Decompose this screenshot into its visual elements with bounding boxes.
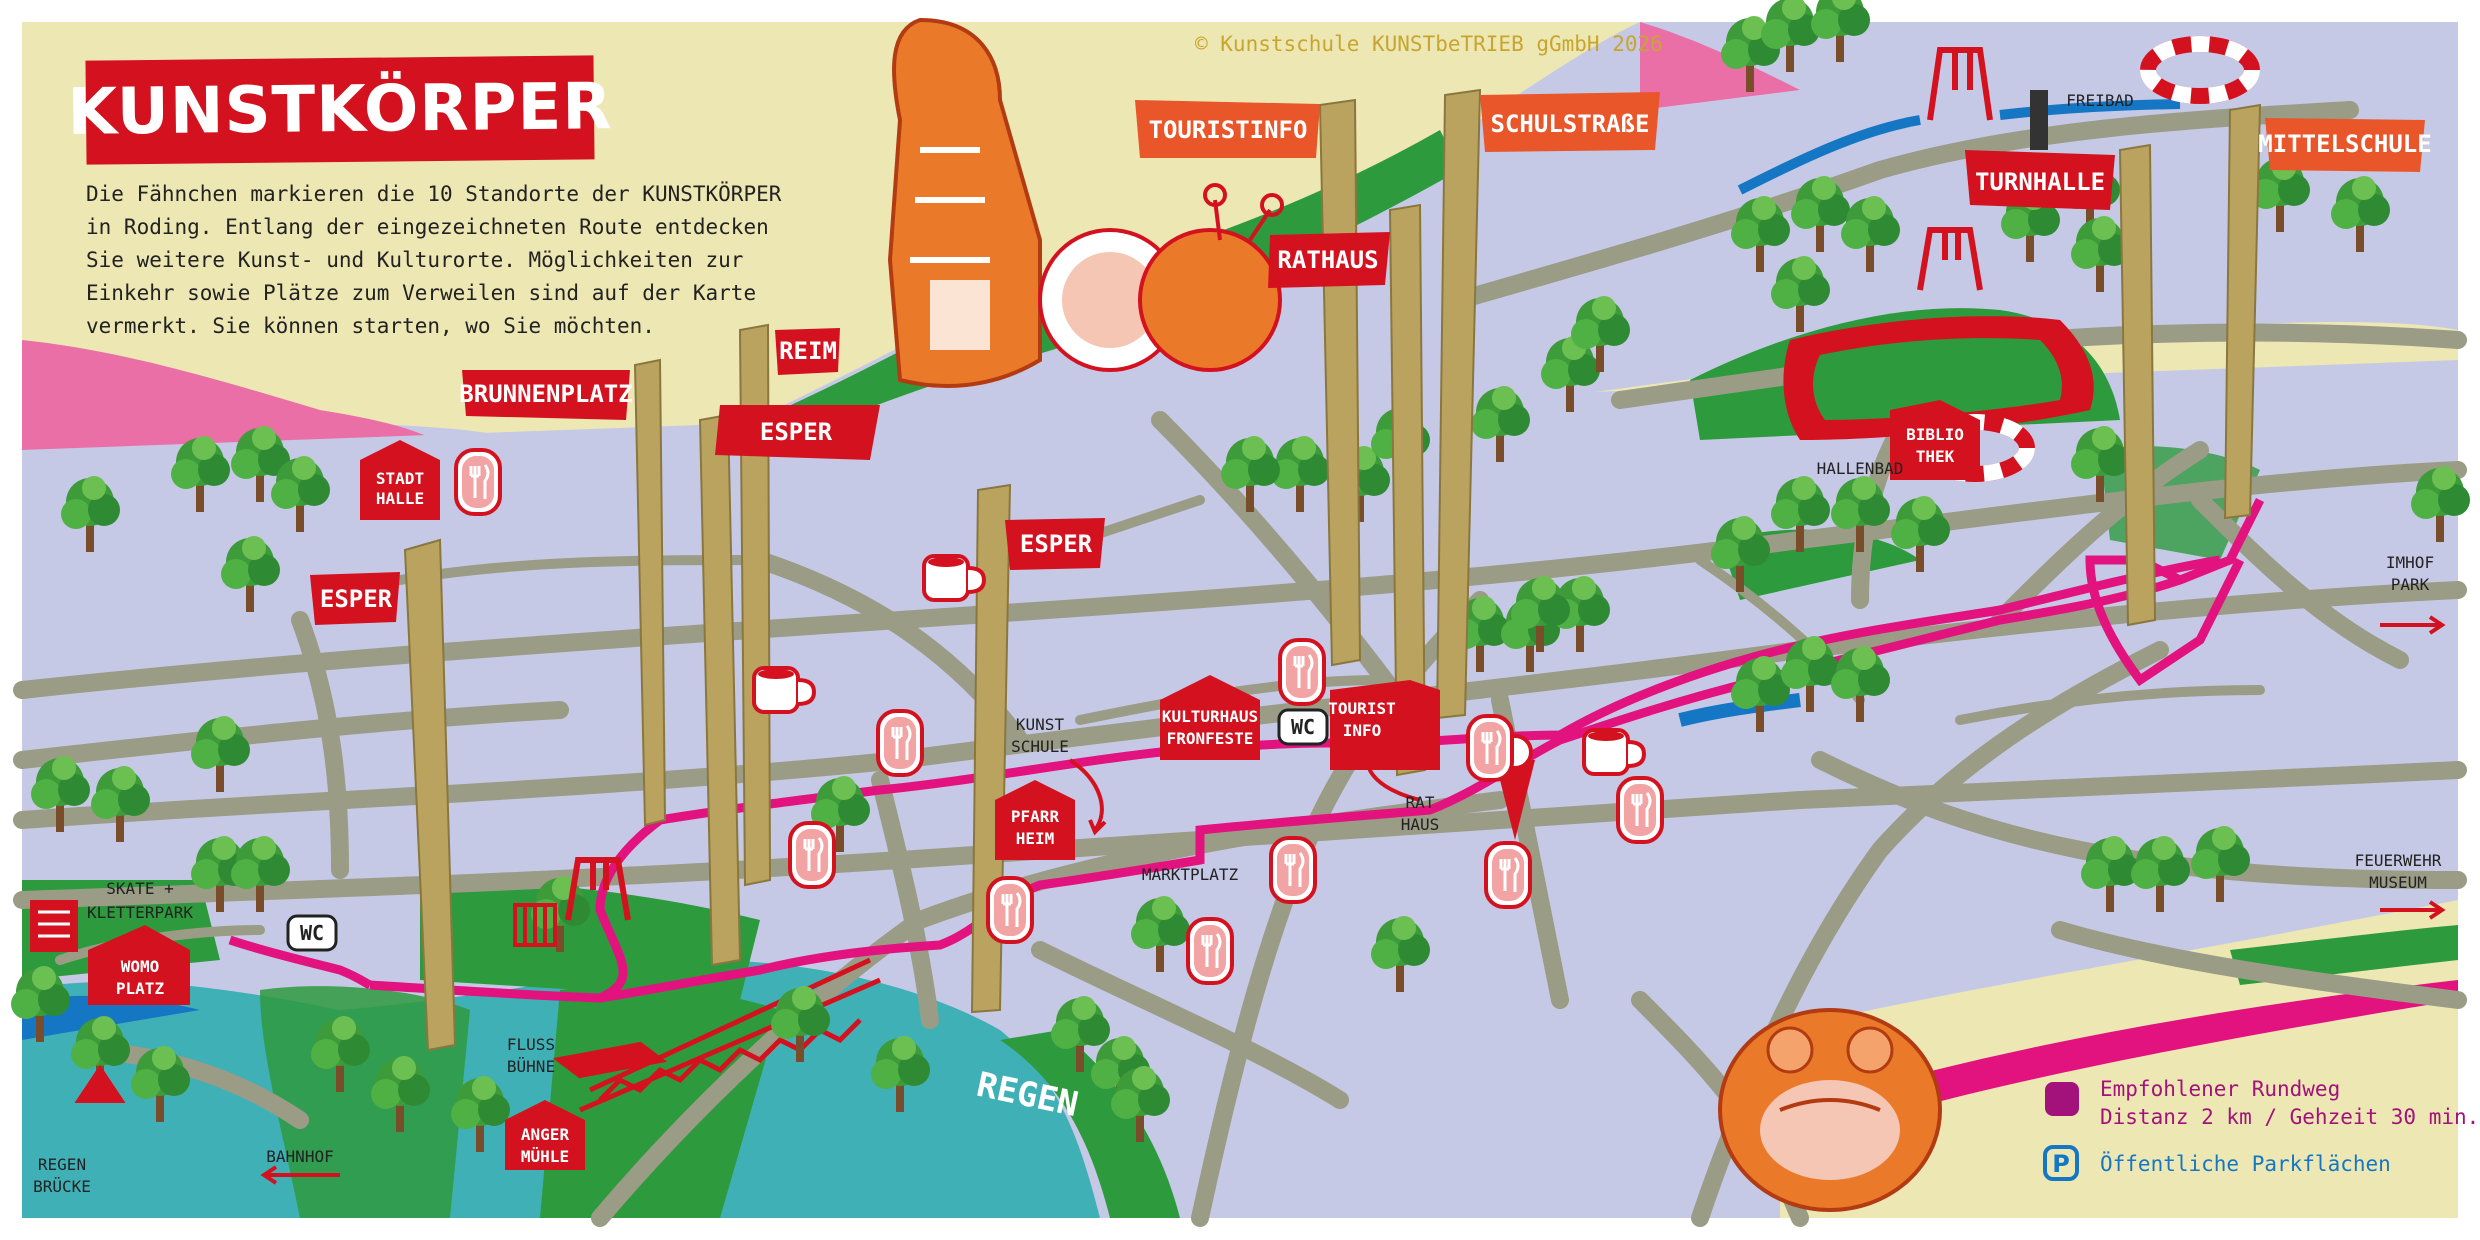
stadthalle-label-1: STADT xyxy=(376,469,424,488)
touristinfo-label-2: INFO xyxy=(1343,721,1382,740)
map-title-banner: KUNSTKÖRPER xyxy=(67,55,613,165)
bibliothek-label-1: BIBLIO xyxy=(1906,425,1964,444)
rathaus-label-1: RAT xyxy=(1406,793,1435,812)
flag-esper-c[interactable]: ESPER xyxy=(1020,530,1093,558)
imhofpark-label-2: PARK xyxy=(2391,575,2430,594)
flag-turnhalle[interactable]: TURNHALLE xyxy=(1975,168,2105,196)
flag-mittelschule[interactable]: MITTELSCHULE xyxy=(2258,130,2431,158)
angermuehle-label-2: MÜHLE xyxy=(521,1147,569,1166)
kunstschule-label-2: SCHULE xyxy=(1011,737,1069,756)
map-title: KUNSTKÖRPER xyxy=(67,70,613,150)
feuerwehrmuseum-label-2: MUSEUM xyxy=(2369,873,2427,892)
pfarrheim-label-1: PFARR xyxy=(1011,807,1060,826)
kulturhaus-label-1: KULTURHAUS xyxy=(1162,707,1258,726)
flag-rathaus[interactable]: RATHAUS xyxy=(1277,246,1378,274)
feuerwehrmuseum-label-1: FEUERWEHR xyxy=(2355,851,2442,870)
kunstschule-label-1: KUNST xyxy=(1016,715,1065,734)
imhofpark-label-1: IMHOF xyxy=(2386,553,2434,572)
playground-icon xyxy=(1917,227,1983,291)
angermuehle-label-1: ANGER xyxy=(521,1125,570,1144)
pfarrheim-label-2: HEIM xyxy=(1016,829,1055,848)
marktplatz-label: MARKTPLATZ xyxy=(1142,865,1239,884)
copyright-notice: © Kunstschule KUNSTbeTRIEB gGmbH 2026 xyxy=(1195,32,1663,56)
restaurant-icon xyxy=(454,448,502,516)
sculpture-icon xyxy=(887,17,1284,388)
flag-brunnenplatz[interactable]: BRUNNENPLATZ xyxy=(459,380,632,408)
flag-touristinfo[interactable]: TOURISTINFO xyxy=(1149,116,1308,144)
hallenbad-label: HALLENBAD xyxy=(1817,459,1904,478)
legend-route-swatch xyxy=(2045,1082,2079,1116)
restaurant-icon xyxy=(1484,841,1532,909)
kulturhaus-label-2: FRONFESTE xyxy=(1167,729,1254,748)
restaurant-icon xyxy=(1269,836,1317,904)
playground-icon xyxy=(1927,47,1993,121)
parking-icon xyxy=(2043,1145,2079,1181)
parking-symbol: P xyxy=(2052,1150,2070,1178)
playground-icon xyxy=(565,857,631,921)
restaurant-icon xyxy=(1186,917,1234,985)
restaurant-icon xyxy=(1616,776,1664,844)
restaurant-icon xyxy=(986,876,1034,944)
bibliothek-label-2: THEK xyxy=(1916,447,1955,466)
restaurant-icon xyxy=(788,821,836,889)
flussbuehne-label-2: BÜHNE xyxy=(507,1057,555,1076)
freibad-label: FREIBAD xyxy=(2066,91,2133,110)
regenbruecke-label-1: REGEN xyxy=(38,1155,86,1174)
flag-esper-b[interactable]: ESPER xyxy=(320,585,393,613)
wc-label-center[interactable]: WC xyxy=(1291,715,1315,739)
stadthalle-label-2: HALLE xyxy=(376,489,424,508)
sculpture-icon xyxy=(1718,1008,1942,1212)
womoplatz-label-1: WOMO xyxy=(121,957,160,976)
womoplatz-label-2: PLATZ xyxy=(116,979,165,998)
swim-ring-icon xyxy=(2140,36,2260,104)
restaurant-icon xyxy=(1466,714,1514,782)
rathaus-label-2: HAUS xyxy=(1401,815,1440,834)
flag-esper-a[interactable]: ESPER xyxy=(760,418,833,446)
legend-route-distance: Distanz 2 km / Gehzeit 30 min. xyxy=(2100,1105,2480,1129)
touristinfo-label-1: TOURIST xyxy=(1328,699,1395,718)
legend-route: Empfohlener Rundweg Distanz 2 km / Gehze… xyxy=(2100,1075,2479,1131)
bahnhof-label: BAHNHOF xyxy=(266,1147,333,1166)
legend-route-title: Empfohlener Rundweg xyxy=(2100,1077,2341,1101)
flag-reim[interactable]: REIM xyxy=(779,337,837,365)
flag-schulstrasse[interactable]: SCHULSTRAßE xyxy=(1491,110,1650,138)
regenbruecke-label-2: BRÜCKE xyxy=(33,1177,91,1196)
wc-label-skatepark[interactable]: WC xyxy=(300,921,324,945)
flussbuehne-label-1: FLUSS xyxy=(507,1035,555,1054)
skatepark-label-1: SKATE + xyxy=(106,879,173,898)
restaurant-icon xyxy=(1278,638,1326,706)
legend-parking: Öffentliche Parkflächen xyxy=(2100,1152,2391,1176)
restaurant-icon xyxy=(876,709,924,777)
skatepark-label-2: KLETTERPARK xyxy=(87,903,193,922)
intro-text: Die Fähnchen markieren die 10 Standorte … xyxy=(86,182,782,338)
